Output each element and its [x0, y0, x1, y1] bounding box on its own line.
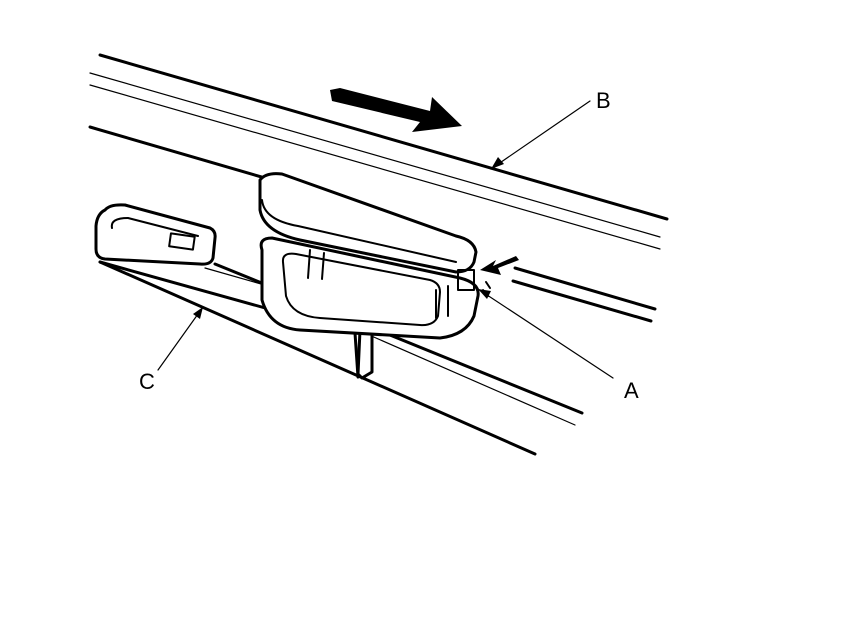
slide-direction-arrow [330, 88, 462, 132]
wiper-clip [258, 172, 491, 340]
wiper-arm [88, 53, 669, 323]
push-tab-arrow [480, 256, 519, 275]
leader-line-b [490, 100, 591, 170]
callout-label-b: B [596, 88, 611, 113]
leader-line-a [477, 288, 614, 379]
leader-line-c [157, 306, 204, 371]
leader-arrowhead-a [478, 289, 491, 299]
callout-label-c: C [139, 369, 155, 394]
leader-arrowhead-b [491, 157, 504, 169]
callout-label-a: A [624, 378, 639, 403]
leader-arrowhead-c [193, 307, 203, 319]
